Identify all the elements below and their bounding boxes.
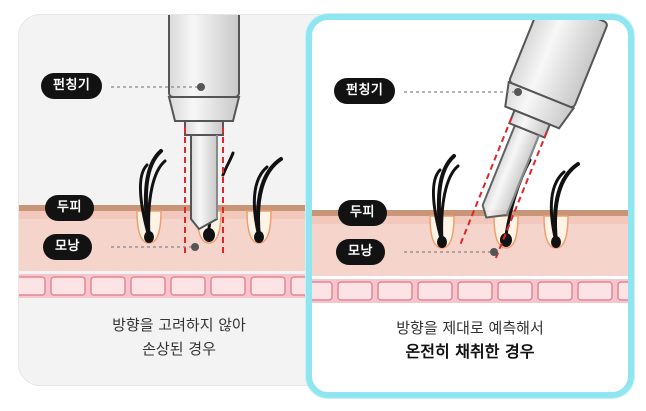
caption-line-2: 온전히 채취한 경우 [405,342,535,361]
punch-label: 펀칭기 [334,78,396,104]
scalp-label: 두피 [45,195,94,221]
caption-damaged: 방향을 고려하지 않아 손상된 경우 [19,313,339,361]
illustration-damaged [19,15,339,298]
caption-line-1: 방향을 제대로 예측해서 [396,319,544,337]
follicle-3 [246,157,283,244]
caption-intact: 방향을 제대로 예측해서 온전히 채취한 경우 [312,316,628,364]
punch-label: 펀칭기 [41,73,103,99]
follicle-1 [429,154,460,249]
scalp-label: 두피 [338,200,387,226]
illustration-intact [312,20,628,303]
guide-line-right [494,131,548,259]
follicle-label: 모낭 [336,239,385,265]
panel-damaged: 펀칭기 두피 모낭 방향을 고려하지 않아 손상된 경우 [18,14,340,386]
follicle-3 [543,162,580,249]
skin-surface [312,210,628,216]
follicle-label: 모낭 [43,234,92,260]
cell-row [312,279,628,303]
caption-line-2: 손상된 경우 [142,340,216,358]
panel-intact: 펀칭기 두피 모낭 방향을 제대로 예측해서 온전히 채취한 경우 [306,14,634,398]
caption-line-1: 방향을 고려하지 않아 [112,316,246,334]
skin-surface [19,205,339,211]
cell-row [19,274,339,298]
follicle-1 [136,149,167,244]
punch-tool-vertical [167,15,241,231]
guide-line-left [459,117,513,245]
punch-tool-angled [459,20,608,259]
